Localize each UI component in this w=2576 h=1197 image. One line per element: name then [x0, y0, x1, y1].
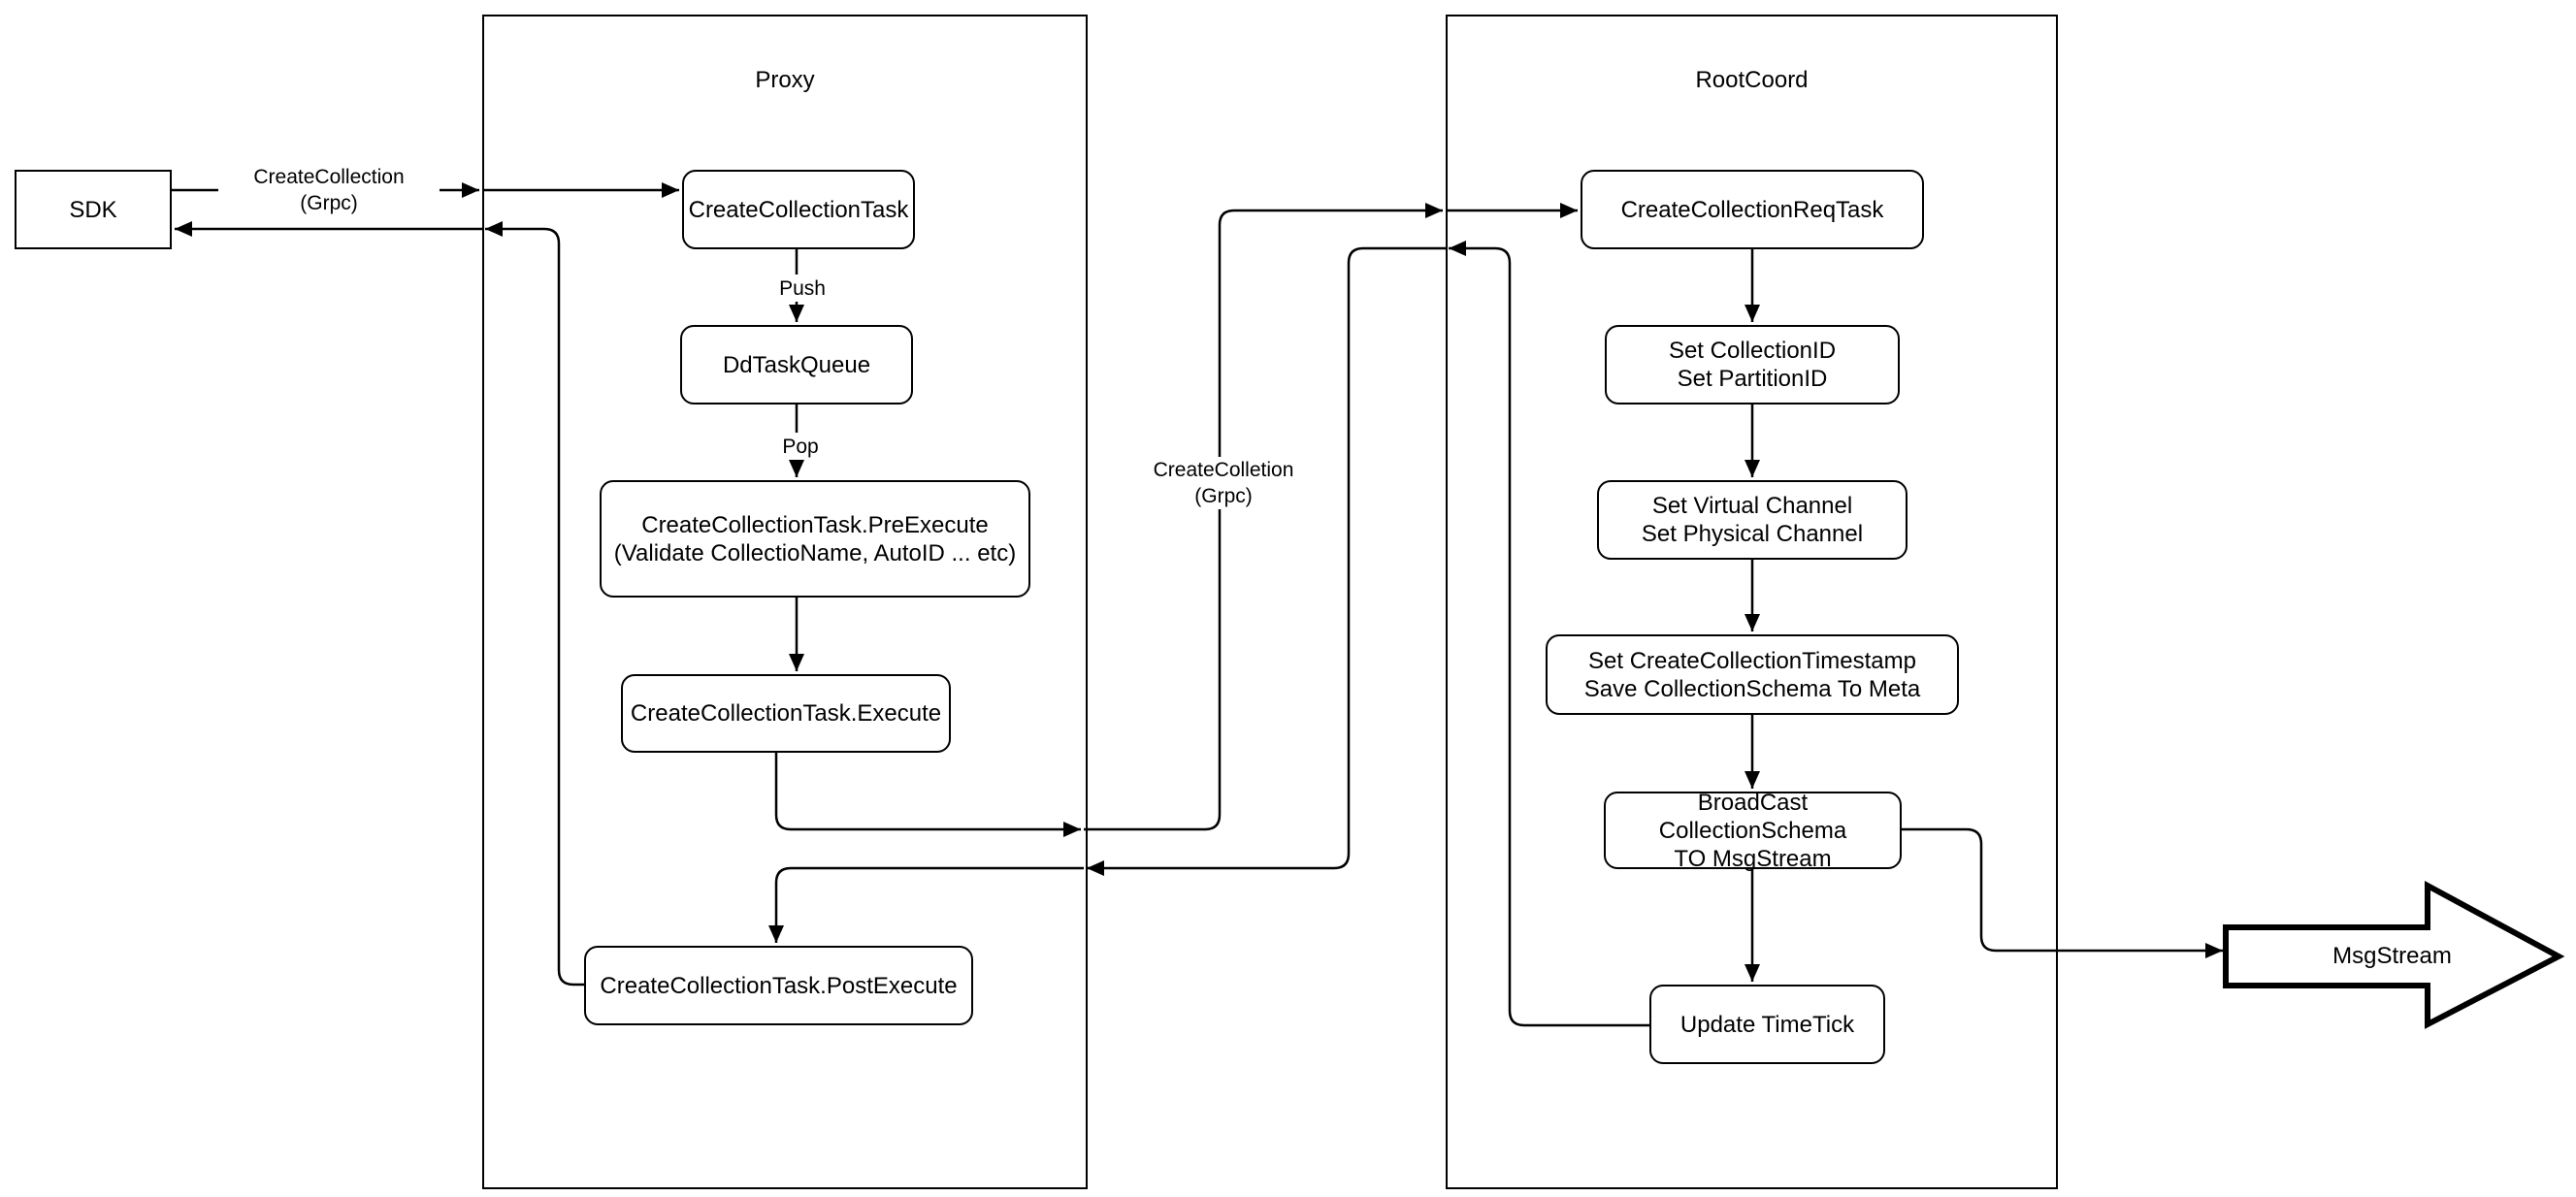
node-label-line2: (Validate CollectioName, AutoID ... etc)	[613, 539, 1017, 566]
edge-label-push: Push	[765, 275, 840, 302]
edge-label-line2: (Grpc)	[1194, 485, 1253, 507]
node-label-line1: CreateCollectionTask.PreExecute	[641, 511, 989, 538]
node-set-timestamp-save-schema: Set CreateCollectionTimestamp Save Colle…	[1546, 634, 1959, 715]
sdk-label: SDK	[69, 196, 117, 223]
node-label-line2: Set PartitionID	[1677, 366, 1828, 392]
edge-label-pop: Pop	[767, 433, 833, 460]
sdk-node: SDK	[15, 170, 172, 249]
node-label-line1: Set CreateCollectionTimestamp	[1588, 647, 1916, 674]
node-post-execute: CreateCollectionTask.PostExecute	[584, 946, 973, 1025]
node-label-line2: Save CollectionSchema To Meta	[1583, 675, 1921, 702]
proxy-title: Proxy	[755, 67, 815, 93]
node-set-channels: Set Virtual Channel Set Physical Channel	[1597, 480, 1908, 560]
rootcoord-container: RootCoord	[1446, 15, 2058, 1189]
rootcoord-title: RootCoord	[1695, 67, 1809, 93]
edge-postexecute-to-proxy-border	[485, 221, 584, 987]
msgstream-label-text: MsgStream	[2332, 943, 2452, 969]
node-label: CreateCollectionTask.PostExecute	[600, 972, 958, 999]
node-label: CreateCollectionReqTask	[1620, 196, 1884, 223]
edge-label-line2: (Grpc)	[300, 192, 358, 214]
edge-broadcast-to-msgstream	[1902, 827, 2223, 958]
node-create-collection-task: CreateCollectionTask	[682, 170, 915, 249]
edge-return-to-postexecute	[768, 866, 1084, 943]
node-label-line1: Set CollectionID	[1668, 338, 1837, 364]
node-broadcast-schema: BroadCast CollectionSchema TO MsgStream	[1604, 789, 1902, 872]
edge-label-text: Pop	[782, 435, 819, 458]
node-pre-execute: CreateCollectionTask.PreExecute (Validat…	[600, 480, 1030, 598]
edge-return-to-proxy-border	[1087, 246, 1446, 876]
edge-label-create-collection-grpc: CreateCollection (Grpc)	[218, 164, 440, 216]
node-label-line2: TO MsgStream	[1674, 845, 1832, 872]
proxy-container: Proxy	[482, 15, 1088, 1189]
node-dd-task-queue: DdTaskQueue	[680, 325, 913, 404]
msgstream-label: MsgStream	[2226, 927, 2559, 986]
node-label-line2: Set Physical Channel	[1641, 521, 1864, 547]
edge-label-text: Push	[779, 276, 826, 300]
node-label: CreateCollectionTask	[688, 196, 909, 223]
node-set-collection-partition-id: Set CollectionID Set PartitionID	[1605, 325, 1900, 404]
msgstream-arrow	[2223, 880, 2565, 1029]
edge-label-create-colletion-grpc: CreateColletion (Grpc)	[1123, 457, 1324, 509]
node-label: Update TimeTick	[1679, 1011, 1855, 1038]
node-execute: CreateCollectionTask.Execute	[621, 674, 951, 753]
node-label: CreateCollectionTask.Execute	[630, 700, 942, 727]
node-label-line1: BroadCast CollectionSchema	[1658, 789, 1847, 844]
node-update-timetick: Update TimeTick	[1649, 985, 1885, 1064]
edge-label-line1: CreateCollection	[253, 166, 405, 188]
edge-label-line1: CreateColletion	[1153, 459, 1294, 481]
node-create-collection-req-task: CreateCollectionReqTask	[1581, 170, 1924, 249]
node-label: DdTaskQueue	[722, 351, 871, 378]
edge-timetick-to-rootcoord-border	[1449, 241, 1649, 1027]
node-label-line1: Set Virtual Channel	[1651, 493, 1853, 519]
edge-execute-to-proxy-border	[774, 753, 1081, 837]
edge-grpc-to-rootcoord-border	[1084, 203, 1443, 831]
